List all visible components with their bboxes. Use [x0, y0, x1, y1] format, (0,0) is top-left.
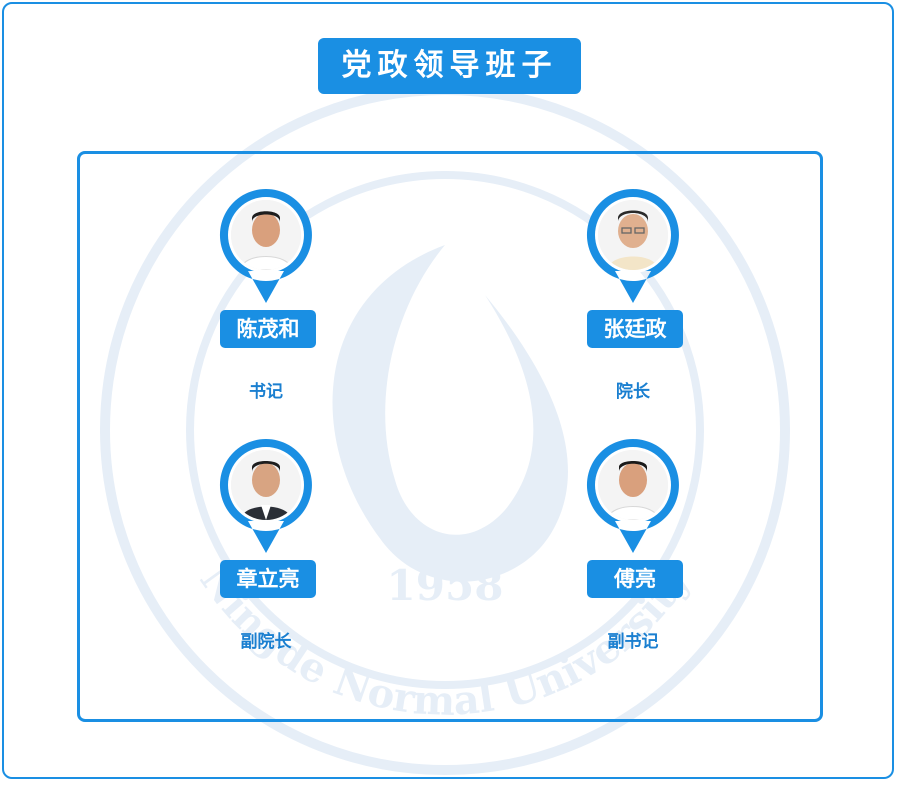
- member-name: 张廷政: [587, 310, 683, 348]
- member-name: 陈茂和: [220, 310, 316, 348]
- member-role: 副书记: [607, 632, 659, 652]
- page-title: 党政领导班子: [318, 38, 581, 94]
- member-card: 张廷政 院长: [533, 187, 733, 427]
- leaders-panel: [77, 151, 823, 722]
- swan-shape: [332, 245, 568, 582]
- avatar: [598, 450, 668, 520]
- member-name: 章立亮: [220, 560, 316, 598]
- avatar: [231, 450, 301, 520]
- member-role: 书记: [249, 382, 283, 402]
- member-card: 陈茂和 书记: [166, 187, 366, 427]
- member-card: 傅亮 副书记: [533, 437, 733, 677]
- member-card: 章立亮 副院长: [166, 437, 366, 677]
- avatar: [231, 200, 301, 270]
- avatar: [598, 200, 668, 270]
- watermark-year: 1958: [387, 561, 504, 610]
- member-role: 院长: [616, 382, 650, 402]
- member-name: 傅亮: [587, 560, 683, 598]
- member-role: 副院长: [240, 632, 292, 652]
